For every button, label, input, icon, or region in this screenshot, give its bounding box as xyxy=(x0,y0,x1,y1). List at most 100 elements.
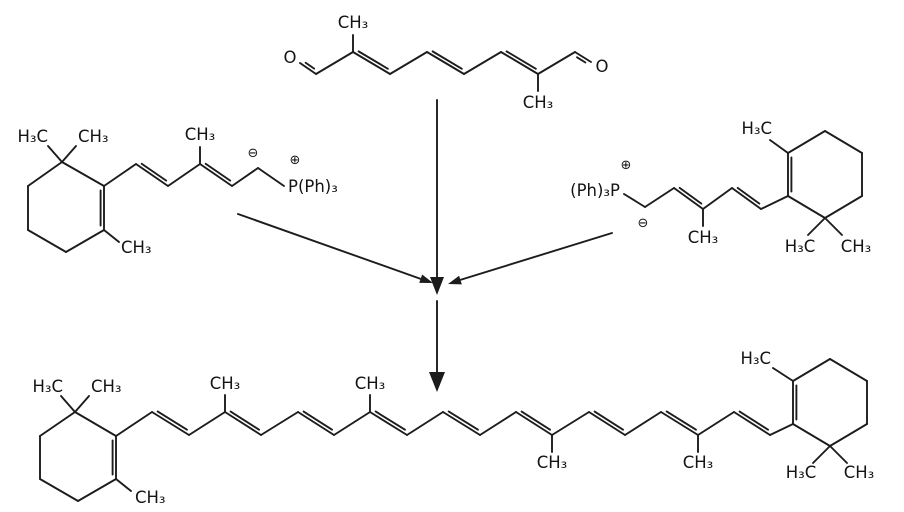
bond xyxy=(297,411,335,436)
bond xyxy=(257,167,285,187)
bond xyxy=(665,410,697,431)
bond xyxy=(731,187,762,210)
arrow-from-left-ylide xyxy=(237,213,433,283)
bond xyxy=(74,395,90,413)
bond xyxy=(593,410,624,431)
bond xyxy=(389,51,428,75)
methyl-label: CH₃ xyxy=(523,93,554,112)
methyl-label: H₃C xyxy=(786,463,817,482)
bond xyxy=(576,56,587,64)
bond xyxy=(231,167,259,187)
bond xyxy=(623,193,646,208)
bond xyxy=(673,187,704,210)
methyl-label: H₃C xyxy=(785,237,816,256)
bond xyxy=(537,51,576,75)
bond xyxy=(431,50,463,70)
arrow-to-product xyxy=(429,300,445,392)
bond xyxy=(702,187,733,210)
bond xyxy=(115,478,132,492)
bond xyxy=(374,410,406,431)
methyl-label: CH₃ xyxy=(338,13,369,32)
bond xyxy=(406,411,444,436)
methyl-label: CH₃ xyxy=(844,463,875,482)
methyl-label: CH₃ xyxy=(210,374,241,393)
product-carotenoid-structure: H₃C CH₃ CH₃ CH₃ CH₃ CH₃ CH₃ H₃C H₃C CH₃ xyxy=(32,349,874,507)
bond xyxy=(299,62,317,75)
bond xyxy=(463,51,502,75)
bond xyxy=(760,195,789,210)
arrowhead xyxy=(430,277,444,295)
arrowhead xyxy=(448,275,462,285)
dialdehyde-structure: O CH₃ O CH₃ xyxy=(284,13,609,112)
bond xyxy=(442,411,481,436)
methyl-label: CH₃ xyxy=(683,453,714,472)
methyl-label: CH₃ xyxy=(355,374,386,393)
bond xyxy=(678,186,703,205)
bond xyxy=(624,411,662,436)
bond xyxy=(260,411,299,436)
oxygen-label: O xyxy=(284,48,297,67)
methyl-label: CH₃ xyxy=(135,488,166,507)
bond xyxy=(824,195,863,219)
bond xyxy=(769,423,794,436)
bond xyxy=(479,411,517,436)
bond xyxy=(304,61,316,70)
methyl-label: CH₃ xyxy=(841,237,872,256)
oxygen-label: O xyxy=(596,57,609,76)
bond xyxy=(787,130,826,154)
methyl-label: H₃C xyxy=(741,119,772,138)
methyl-label: CH₃ xyxy=(121,238,152,257)
bond xyxy=(224,411,262,436)
methyl-label: H₃C xyxy=(32,377,63,396)
bond xyxy=(39,478,79,502)
bond xyxy=(829,358,868,382)
bond xyxy=(697,411,735,436)
methyl-label: CH₃ xyxy=(91,377,122,396)
bond xyxy=(551,411,590,436)
bond xyxy=(447,410,479,431)
bond xyxy=(229,410,260,431)
bond xyxy=(824,217,843,236)
bond xyxy=(77,478,117,502)
bond xyxy=(736,186,761,205)
arrow-shaft xyxy=(237,213,422,280)
bond xyxy=(426,51,465,75)
bond xyxy=(807,217,826,236)
methyl-label: CH₃ xyxy=(78,127,109,146)
bond xyxy=(574,51,592,63)
plus-charge-label: ⊕ xyxy=(621,158,632,173)
bond xyxy=(369,411,408,436)
bond xyxy=(357,50,389,70)
bond xyxy=(167,163,201,187)
bond xyxy=(660,411,699,436)
bond xyxy=(199,163,233,187)
bond xyxy=(515,411,553,436)
bond xyxy=(769,139,789,154)
methyl-label: H₃C xyxy=(740,349,771,368)
minus-charge-label: ⊖ xyxy=(638,216,649,231)
bond xyxy=(787,195,826,219)
bond xyxy=(644,187,675,208)
bond xyxy=(39,411,76,437)
bond xyxy=(156,410,188,431)
bond xyxy=(505,50,537,70)
phosphonium-label: P(Ph)₃ xyxy=(288,177,338,196)
bond xyxy=(27,229,67,253)
reaction-arrows xyxy=(237,99,613,392)
arrowhead xyxy=(419,274,433,283)
bond xyxy=(333,411,371,436)
bond xyxy=(151,411,190,436)
bond xyxy=(812,445,831,464)
arrow-from-right-ylide xyxy=(448,232,613,285)
methyl-label: CH₃ xyxy=(537,453,568,472)
bond xyxy=(733,411,771,436)
bond xyxy=(115,411,153,437)
bond xyxy=(352,51,391,75)
bond xyxy=(61,145,77,163)
bond xyxy=(135,163,169,187)
bond xyxy=(792,423,831,447)
